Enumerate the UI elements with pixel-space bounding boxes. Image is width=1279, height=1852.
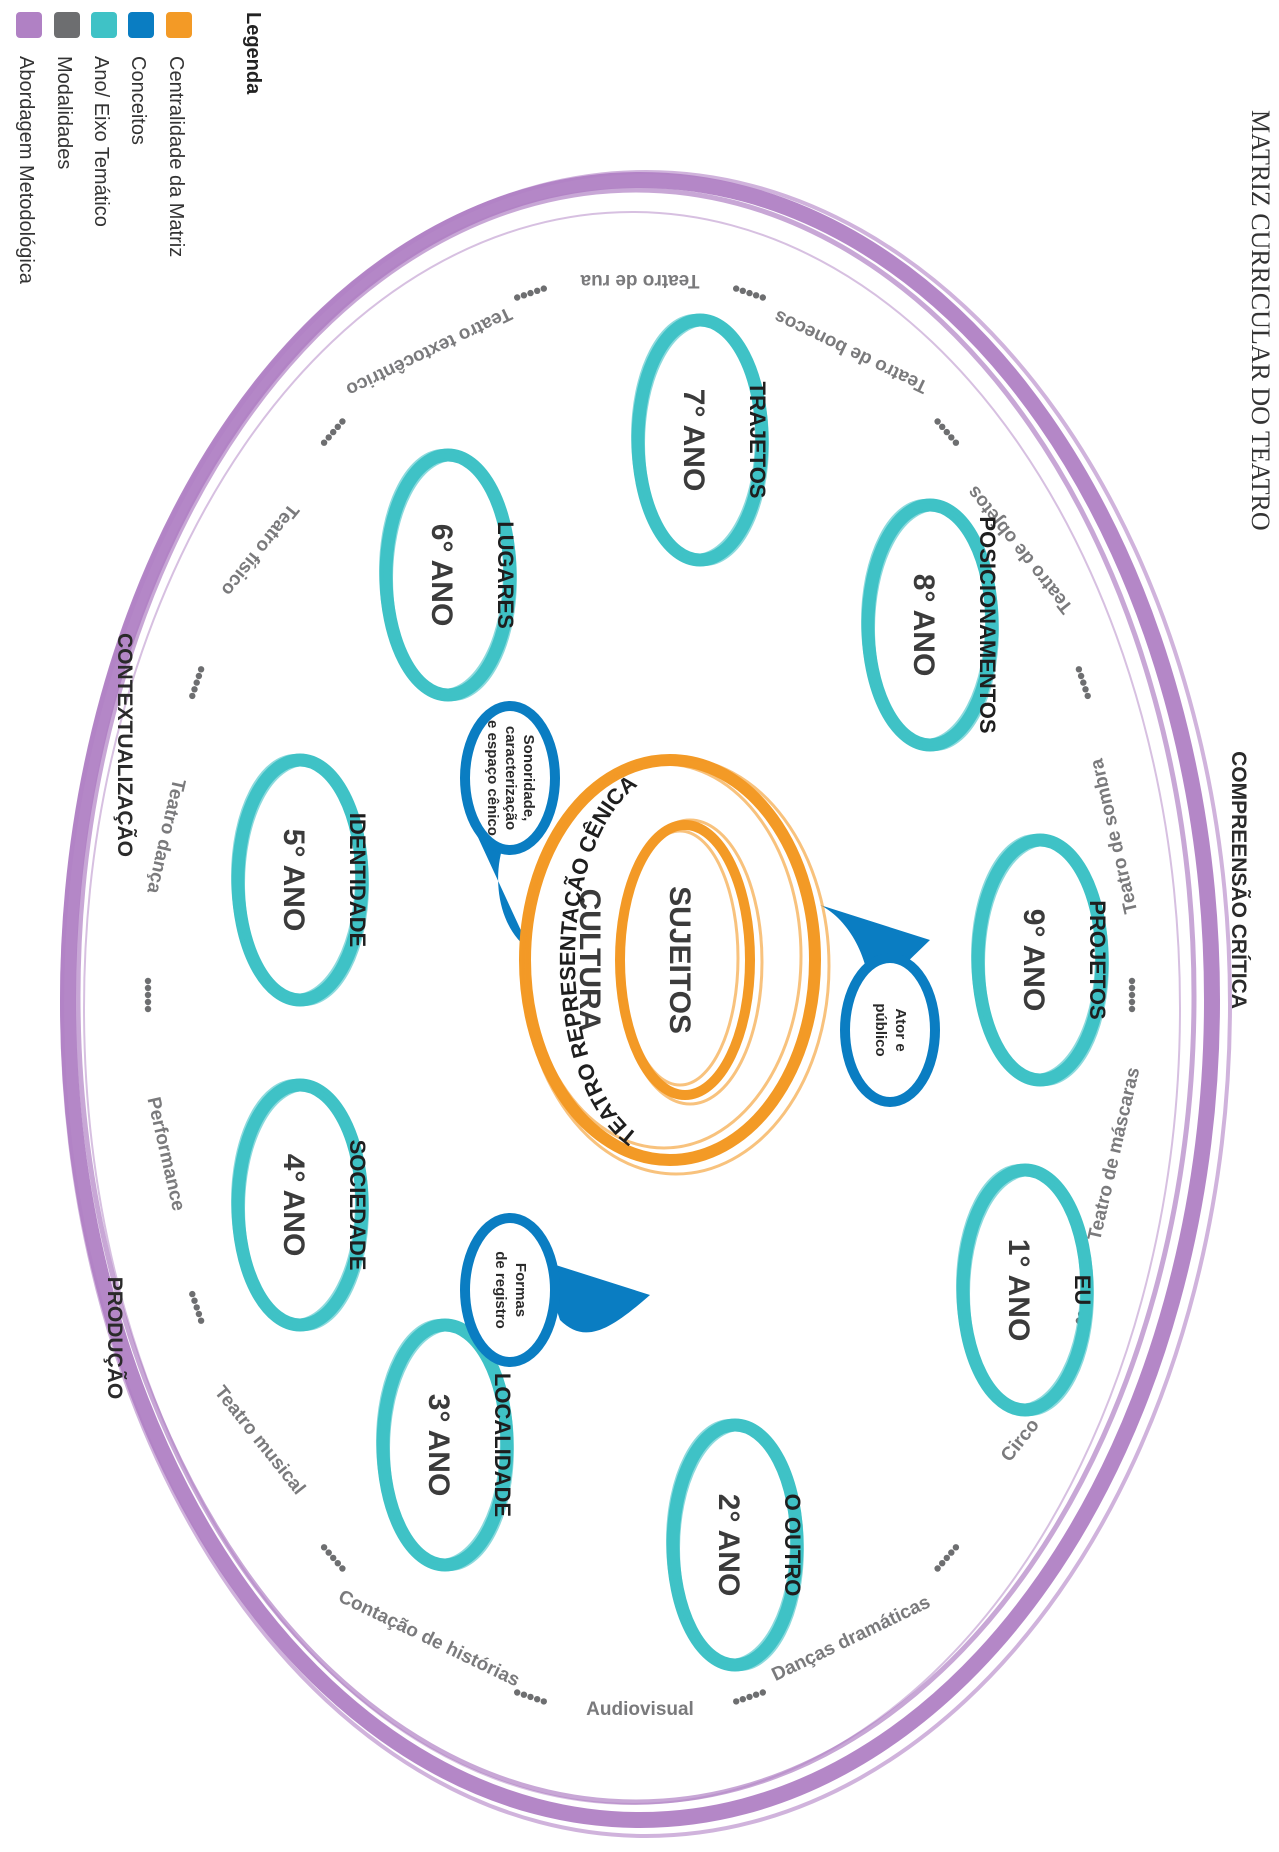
year-rings: 1° ANO EU 2° ANO O OUTRO 3° ANO LOCALIDADE 4° … (231, 313, 1110, 1672)
modality-separator-dots (144, 977, 152, 1013)
concept-label-line: Formas (512, 1263, 529, 1317)
legend-label: Conceitos (127, 56, 149, 145)
year-ring: 6° ANO LUGARES (379, 448, 518, 702)
concept-label-line: caracterização (502, 726, 519, 830)
approach-compreensao-critica: COMPREENSÃO CRÍTICA (1227, 751, 1250, 1009)
concept-bubble-ator-publico: Ator e público (820, 905, 940, 1107)
year-label: 5° ANO (277, 829, 310, 932)
modality-label: Performance (142, 1095, 188, 1213)
modality-label: Circo (997, 1415, 1044, 1466)
year-ring: 7° ANO TRAJETOS (631, 313, 770, 567)
year-ring: 5° ANO IDENTIDADE (231, 753, 370, 1007)
concept-label-line: Ator e (892, 1008, 909, 1051)
year-ring: 8° ANO POSICIONAMENTOS (861, 498, 1000, 752)
thematic-axis-label: SOCIEDADE (345, 1140, 370, 1271)
year-label: 3° ANO (422, 1394, 455, 1497)
matrix-center: SUJEITOS CULTURA TEATRO REPRESENTAÇÃO CÊ… (519, 754, 831, 1176)
thematic-axis-label: POSICIONAMENTOS (975, 516, 1000, 733)
thematic-axis-label: PROJETOS (1085, 900, 1110, 1019)
modality-label: Contação de histórias (335, 1586, 523, 1691)
modality-separator-dots (934, 418, 960, 446)
center-sujeitos: SUJEITOS (663, 886, 696, 1034)
modality-label: Teatro de rua (580, 270, 699, 291)
modality-separator-dots (1128, 977, 1136, 1013)
modality-label: Teatro musical (210, 1382, 309, 1499)
modality-separator-dots (733, 1689, 766, 1705)
modality-label: Teatro de máscaras (1084, 1065, 1144, 1242)
concept-bubble-sonoridade: Sonoridade, caracterização e espaço cêni… (460, 701, 560, 950)
modality-separator-dots (514, 1689, 547, 1705)
concept-bubble-formas-registro: Formas de registro (460, 1213, 650, 1367)
thematic-axis-label: TRAJETOS (745, 382, 770, 499)
approach-producao: PRODUÇÃO (103, 1277, 126, 1400)
legend-swatch (54, 12, 80, 38)
modality-label: Teatro físico (217, 499, 303, 599)
year-label: 1° ANO (1002, 1239, 1035, 1342)
legend-label: Abordagem Metodológica (15, 56, 37, 285)
modality-label: Audiovisual (586, 1699, 694, 1720)
modality-separator-dots (934, 1544, 960, 1572)
thematic-axis-label: O OUTRO (780, 1494, 805, 1597)
modality-separator-dots (189, 666, 205, 700)
page-title: MATRIZ CURRICULAR DO TEATRO (1246, 110, 1275, 531)
legend-swatch (128, 12, 154, 38)
modality-label: Teatro dança (142, 777, 189, 896)
legend-swatch (16, 12, 42, 38)
year-label: 4° ANO (277, 1154, 310, 1257)
concept-label-line: e espaço cênico (484, 720, 501, 836)
legend: Legenda Centralidade da Matriz Conceitos A… (15, 12, 264, 285)
year-label: 7° ANO (677, 389, 710, 492)
legend-heading: Legenda (242, 12, 264, 95)
thematic-axis-label: EU (1070, 1275, 1095, 1306)
concept-label-line: de registro (492, 1251, 509, 1329)
approach-contextualizacao: CONTEXTUALIZAÇÃO (113, 633, 136, 857)
modality-separator-dots (320, 418, 346, 446)
year-ring: 4° ANO SOCIEDADE (231, 1078, 370, 1332)
concept-label-line: Sonoridade, (520, 735, 537, 822)
modality-separator-dots (733, 285, 766, 301)
modality-separator-dots (189, 1290, 205, 1324)
approach-ring (60, 170, 1232, 1838)
legend-label: Centralidade da Matriz (165, 56, 187, 257)
modality-separator-dots (1075, 666, 1091, 700)
thematic-axis-label: IDENTIDADE (345, 813, 370, 947)
year-label: 9° ANO (1017, 909, 1050, 1012)
year-ring: 1° ANO EU (956, 1163, 1095, 1417)
legend-swatch (166, 12, 192, 38)
year-ring: 2° ANO O OUTRO (666, 1418, 805, 1672)
thematic-axis-label: LOCALIDADE (490, 1373, 515, 1517)
legend-label: Modalidades (53, 56, 75, 169)
legend-swatch (91, 12, 117, 38)
year-ring: 3° ANO LOCALIDADE (376, 1318, 515, 1572)
year-label: 2° ANO (712, 1494, 745, 1597)
thematic-axis-label: LUGARES (493, 521, 518, 629)
legend-label: Ano/ Eixo Temático (90, 56, 112, 227)
concept-label-line: público (872, 1003, 889, 1056)
modality-label: Teatro textocêntrico (343, 302, 515, 400)
year-label: 6° ANO (425, 524, 458, 627)
year-label: 8° ANO (907, 574, 940, 677)
center-cultura: CULTURA (573, 889, 606, 1032)
modality-separator-dots (514, 285, 547, 301)
year-ring: 9° ANO PROJETOS (971, 833, 1110, 1087)
modality-separator-dots (320, 1544, 346, 1572)
